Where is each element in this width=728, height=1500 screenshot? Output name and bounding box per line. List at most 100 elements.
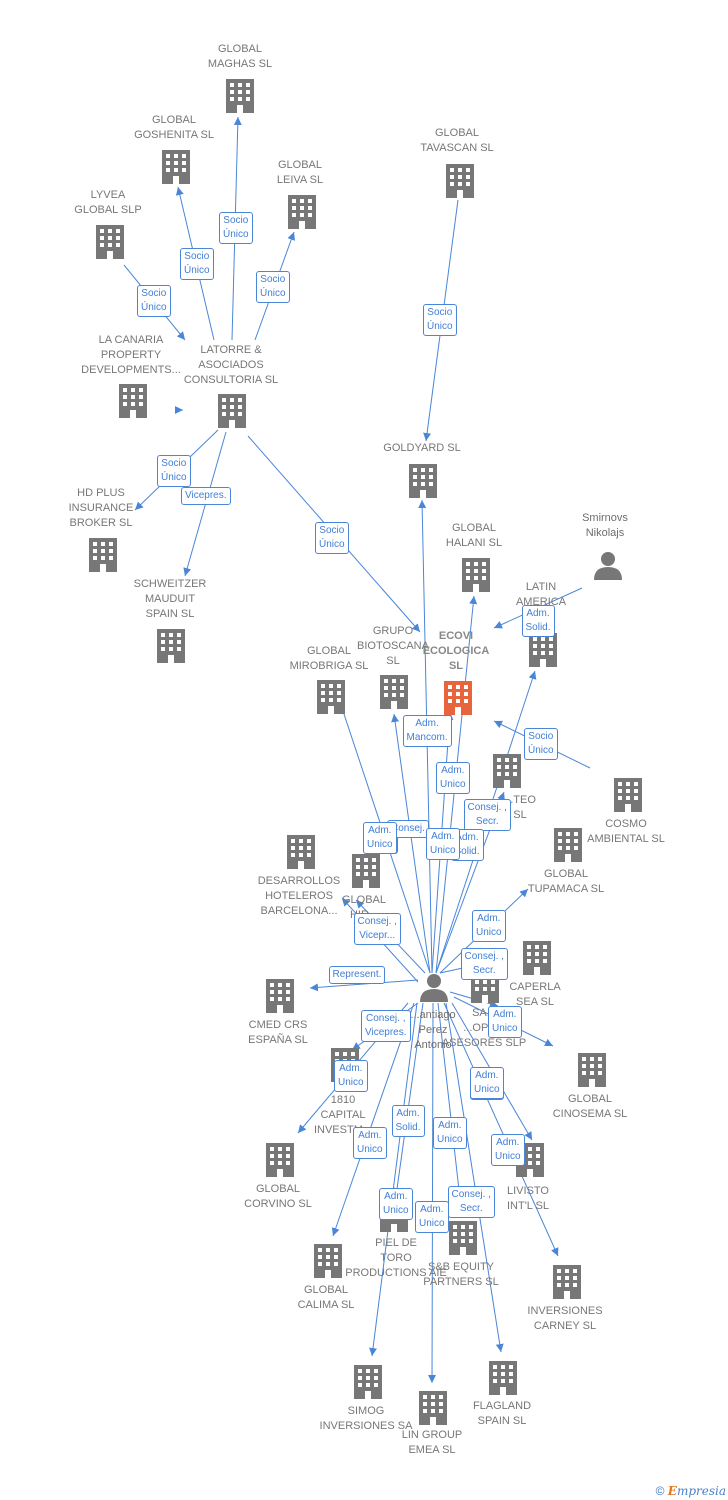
node-label-global_cinosema[interactable]: GLOBAL CINOSEMA SL [552, 1093, 628, 1120]
copyright-symbol: © [655, 1484, 665, 1498]
node-label-hd_plus[interactable]: HD PLUS INSURANCE BROKER SL [68, 487, 134, 529]
node-label-global_calima[interactable]: GLOBAL CALIMA SL [297, 1284, 355, 1311]
building-icon-lyvea[interactable] [96, 225, 124, 259]
node-label-inversiones_carney[interactable]: INVERSIONES CARNEY SL [527, 1305, 603, 1332]
node-label-santiago[interactable]: ...antiago Perez Antonio [410, 1009, 456, 1051]
building-icon-latin_america[interactable] [529, 633, 557, 667]
building-icon-la_canaria[interactable] [119, 384, 147, 418]
node-label-lin_group[interactable]: LIN GROUP EMEA SL [401, 1429, 463, 1456]
node-label-ecovi[interactable]: ECOVI ECOLOGICA SL [422, 630, 490, 672]
edge-santiago-to-sb_equity [437, 1002, 466, 1218]
edge-santiago-to-piel_de_toro [393, 1002, 424, 1197]
building-icon-simog[interactable] [354, 1365, 382, 1399]
building-icon-global_cinosema[interactable] [578, 1053, 606, 1087]
building-icon-meteo[interactable] [493, 754, 521, 788]
relation-label-santiago-livisto[interactable]: Adm. Unico [491, 1134, 525, 1166]
edge-santiago-to-inversiones_carney [443, 1002, 559, 1257]
node-label-flagland[interactable]: FLAGLAND SPAIN SL [472, 1400, 532, 1427]
node-label-latorre[interactable]: LATORRE & ASOCIADOS CONSULTORIA SL [183, 344, 279, 386]
building-icon-schweitzer[interactable] [157, 629, 185, 663]
node-label-caperla[interactable]: CAPERLA SEA SL [509, 981, 561, 1008]
relation-label-santiago-global_corvino[interactable]: Adm. Unico [334, 1060, 368, 1092]
relation-label-santiago-global_calima[interactable]: Adm. Unico [353, 1127, 387, 1159]
relation-label-santiago-inversiones_carney[interactable]: Adm. Unico [470, 1067, 504, 1099]
relation-label-latorre-global_goshenita[interactable]: Socio Único [180, 248, 214, 280]
building-icon-inversiones_carney[interactable] [553, 1265, 581, 1299]
node-label-schweitzer[interactable]: SCHWEITZER MAUDUIT SPAIN SL [133, 578, 207, 620]
node-label-livisto[interactable]: LIVISTO INT'L SL [506, 1185, 550, 1212]
edge-santiago-to-grupo_biotoscana [391, 713, 431, 974]
node-label-grupo_biotoscana[interactable]: GRUPO BIOTOSCANA SL [357, 625, 429, 667]
node-label-global_tupamaca[interactable]: GLOBAL TUPAMACA SL [527, 868, 605, 895]
relation-label-smirnovs-latin_america[interactable]: Adm. Solid. [521, 605, 555, 637]
building-icon-global_corvino[interactable] [266, 1143, 294, 1177]
node-label-smirnovs[interactable]: Smirnovs Nikolajs [582, 512, 628, 539]
relation-label-santiago-lin_group[interactable]: Adm. Unico [415, 1201, 449, 1233]
building-icon-caperla[interactable] [523, 941, 551, 975]
building-icon-global_goshenita[interactable] [162, 150, 190, 184]
building-icon-global_mirobriga[interactable] [317, 680, 345, 714]
relation-label-santiago-piel_de_toro[interactable]: Adm. Solid. [391, 1105, 425, 1137]
building-icon-global_leiva[interactable] [288, 195, 316, 229]
relation-label-santiago-cmed[interactable]: Represent. [328, 966, 386, 984]
edge-santiago-to-simog [369, 1002, 418, 1357]
building-icon-desarrollos[interactable] [287, 835, 315, 869]
edge-santiago-to-cmed [309, 979, 419, 992]
relation-label-lyvea-latorre[interactable]: Socio Único [137, 285, 171, 317]
node-label-goldyard[interactable]: GOLDYARD SL [383, 442, 461, 454]
relation-label-latorre-grupo_biotoscana[interactable]: Socio Único [315, 522, 349, 554]
node-label-global_leiva[interactable]: GLOBAL LEIVA SL [276, 159, 324, 186]
relation-label-santiago-simog[interactable]: Adm. Unico [379, 1188, 413, 1220]
node-label-sa_asesores[interactable]: SA... ...OPRO ASESORES SLP [441, 1007, 527, 1049]
person-icon-smirnovs[interactable] [594, 552, 622, 580]
node-label-global_mirobriga[interactable]: GLOBAL MIROBRIGA SL [289, 645, 369, 672]
edge-santiago-to-flagland [445, 1002, 504, 1353]
node-label-global_tavascan[interactable]: GLOBAL TAVASCAN SL [420, 127, 494, 154]
relation-label-santiago-flagland[interactable]: Consej. , Secr. [447, 1186, 495, 1218]
node-label-lyvea[interactable]: LYVEA GLOBAL SLP [74, 189, 142, 216]
node-label-piel_de_toro[interactable]: PIEL DE TORO PRODUCTIONS AIE [345, 1237, 447, 1279]
building-icon-cosmo[interactable] [614, 778, 642, 812]
node-label-meteo[interactable]: ...TEO SL [504, 794, 536, 821]
building-icon-global_maghas[interactable] [226, 79, 254, 113]
brand-name: Empresia [667, 1484, 726, 1498]
edge-santiago-to-lin_group [428, 1002, 437, 1384]
building-icon-latorre[interactable] [218, 394, 246, 428]
relation-label-santiago-global_tupamaca[interactable]: Adm. Unico [472, 910, 506, 942]
node-label-desarrollos[interactable]: DESARROLLOS HOTELEROS BARCELONA... [257, 875, 341, 917]
node-label-la_canaria[interactable]: LA CANARIA PROPERTY DEVELOPMENTS... [81, 334, 181, 376]
relation-label-santiago-sb_equity[interactable]: Adm. Unico [433, 1117, 467, 1149]
node-label-global_goshenita[interactable]: GLOBAL GOSHENITA SL [134, 114, 214, 141]
node-label-global_halani[interactable]: GLOBAL HALANI SL [445, 522, 503, 549]
relation-label-santiago-meteo[interactable]: Adm. Unico [426, 828, 460, 860]
relation-label-cosmo-ecovi[interactable]: Socio Único [524, 728, 558, 760]
node-label-global_maghas[interactable]: GLOBAL MAGHAS SL [207, 43, 273, 70]
building-icon-cmed[interactable] [266, 979, 294, 1013]
node-label-cosmo[interactable]: COSMO AMBIENTAL SL [587, 818, 665, 845]
building-icon-global_tavascan[interactable] [446, 164, 474, 198]
relation-label-latorre-hd_plus[interactable]: Socio Único [157, 455, 191, 487]
relation-label-santiago-caperla[interactable]: Consej. , Secr. [460, 948, 508, 980]
node-label-cmed[interactable]: CMED CRS ESPAÑA SL [248, 1019, 308, 1046]
building-icon-flagland[interactable] [489, 1361, 517, 1395]
relation-label-latorre-global_maghas[interactable]: Socio Único [219, 212, 253, 244]
relation-label-santiago-goldyard[interactable]: Adm. Unico [436, 762, 470, 794]
relation-label-santiago-desarrollos[interactable]: Adm. Unico [363, 822, 397, 854]
relation-label-santiago-global_hir[interactable]: Consej. , Vicepr... [353, 913, 401, 945]
relation-label-latorre-schweitzer[interactable]: Vicepres. [181, 487, 231, 505]
relation-label-santiago-global_halani[interactable]: Consej. , Secr. [463, 799, 511, 831]
person-icon-santiago[interactable] [420, 974, 448, 1002]
relation-label-santiago-capital_1810[interactable]: Consej. , Vicepres. [361, 1010, 411, 1042]
building-icon-hd_plus[interactable] [89, 538, 117, 572]
empresia-logo[interactable]: © Empresia [656, 1484, 726, 1498]
building-icon-goldyard[interactable] [409, 464, 437, 498]
relation-label-santiago-ecovi[interactable]: Adm. Mancom. [402, 715, 452, 747]
building-icon-grupo_biotoscana[interactable] [380, 675, 408, 709]
node-label-global_corvino[interactable]: GLOBAL CORVINO SL [244, 1183, 312, 1210]
relation-label-global_tavascan-goldyard[interactable]: Socio Único [423, 304, 457, 336]
node-label-sb_equity[interactable]: S&B EQUITY PARTNERS SL [423, 1261, 499, 1288]
relation-label-santiago-sa_asesores[interactable]: Adm. Unico [488, 1006, 522, 1038]
node-label-simog[interactable]: SIMOG INVERSIONES SA [319, 1405, 413, 1432]
relation-label-latorre-global_leiva[interactable]: Socio Único [256, 271, 290, 303]
building-icon-ecovi[interactable] [444, 681, 472, 715]
